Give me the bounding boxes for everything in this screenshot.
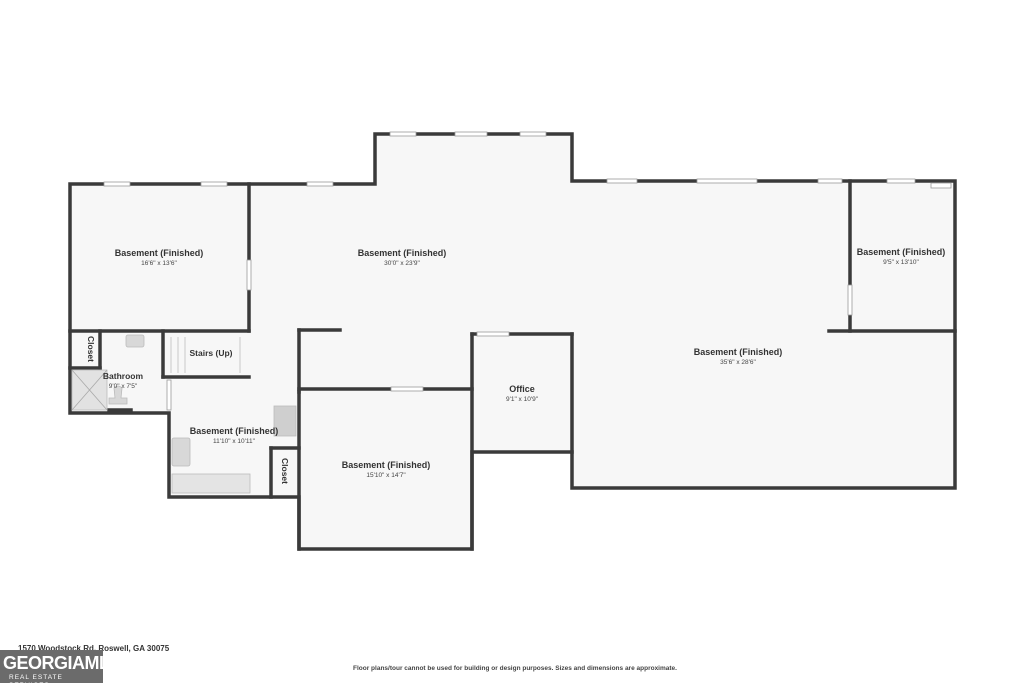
bathroom-sink [125, 334, 145, 348]
room-name-office: Office [509, 384, 535, 394]
room-dims-bathroom: 9'0" x 7'5" [109, 383, 138, 390]
room-dims-basement-lower-left: 11'10" x 10'11" [213, 438, 256, 445]
room-dims-office: 9'1" x 10'9" [506, 396, 539, 403]
room-dims-basement-right-small: 9'5" x 13'10" [883, 259, 919, 266]
room-labels: Basement (Finished) 16'6" x 13'6" Baseme… [86, 247, 945, 484]
toilet [108, 385, 128, 405]
room-name-basement-center: Basement (Finished) [358, 248, 447, 258]
room-name-basement-right-small: Basement (Finished) [857, 247, 946, 257]
room-dims-basement-large: 35'6" x 28'6" [720, 359, 756, 366]
logo-main-text: GEORGIAMLS [3, 653, 122, 673]
room-name-basement-lower-center: Basement (Finished) [342, 460, 431, 470]
kitchenette-sink [171, 437, 191, 467]
counter [171, 473, 251, 494]
room-name-closet-left: Closet [86, 336, 96, 362]
floor-area [70, 134, 955, 549]
room-name-basement-lower-left: Basement (Finished) [190, 426, 279, 436]
room-name-basement-large: Basement (Finished) [694, 347, 783, 357]
stairs [170, 337, 241, 373]
property-address: 1570 Woodstock Rd, Roswell, GA 30075 [18, 644, 170, 653]
room-name-bathroom: Bathroom [103, 371, 144, 381]
room-name-stairs: Stairs (Up) [190, 348, 233, 358]
room-dims-basement-lower-center: 15'10" x 14'7" [366, 472, 406, 479]
room-name-closet-right: Closet [280, 458, 290, 484]
disclaimer-text: Floor plans/tour cannot be used for buil… [353, 665, 677, 672]
windows [103, 131, 952, 411]
fixtures [71, 334, 297, 494]
appliance [273, 405, 297, 437]
logo-sub-text: REAL ESTATE SERVICES [9, 674, 63, 689]
room-dims-basement-center: 30'0" x 23'9" [384, 260, 420, 267]
room-dims-basement-left: 16'6" x 13'6" [141, 260, 177, 267]
room-name-basement-left: Basement (Finished) [115, 248, 204, 258]
georgiamls-logo: GEORGIAMLS REAL ESTATE SERVICES [0, 650, 122, 689]
